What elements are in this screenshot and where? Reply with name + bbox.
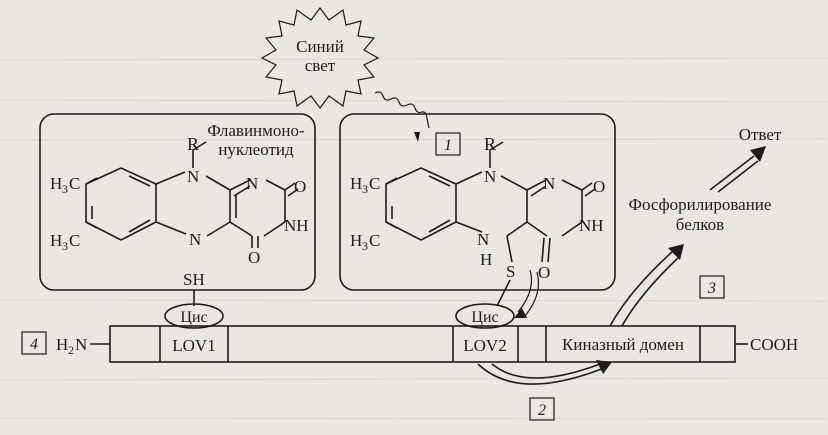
- fmn-dark-n1: N: [246, 174, 258, 193]
- phos-to-response-arrow-b: [717, 160, 759, 193]
- svg-text:C: C: [69, 174, 80, 193]
- blue-light-label-line2: свет: [305, 56, 336, 75]
- kinase-to-phos-arrow-a: [609, 251, 673, 327]
- svg-text:H: H: [56, 335, 68, 354]
- svg-text:2: 2: [68, 343, 74, 357]
- conformation-arrow-b: [524, 271, 540, 317]
- conformation-arrowhead: [514, 308, 527, 318]
- fmn-name-line1: Флавинмоно-: [207, 121, 305, 140]
- fmn-lit-n1: N: [543, 174, 555, 193]
- phos-to-response-arrow-a: [709, 155, 755, 191]
- svg-text:3: 3: [362, 239, 368, 253]
- fmn-lit-r: R: [484, 134, 496, 154]
- fmn-name-line2: нуклеотид: [218, 140, 294, 159]
- step-1-box: [435, 132, 461, 156]
- protein-c-terminus: COOH: [750, 335, 798, 354]
- fmn-dark-structure: [85, 141, 299, 306]
- fmn-dark-o4: O: [248, 248, 260, 267]
- fmn-lit-methyl-top: H 3 C: [350, 174, 380, 196]
- fmn-lit-o2: O: [593, 177, 605, 196]
- lit-state-box: [339, 113, 616, 291]
- blue-light-starburst: Синий свет: [260, 7, 380, 109]
- fmn-adduct-structure: [385, 141, 596, 307]
- fmn-lit-n5: N: [477, 230, 489, 249]
- step-2-box: [529, 397, 555, 421]
- svg-text:H: H: [350, 174, 362, 193]
- photon-wavy-arrow: [374, 91, 430, 129]
- step-1-label: 1: [444, 137, 452, 154]
- phos-to-response-arrowhead: [750, 146, 766, 162]
- lov2-to-kinase-arrow-outer: [477, 363, 605, 385]
- phosphorylation-label-line2: белков: [676, 215, 724, 234]
- fmn-dark-methyl-top: H 3 C: [50, 174, 80, 196]
- fmn-dark-methyl-bottom: H 3 C: [50, 231, 80, 253]
- step-2-label: 2: [538, 402, 546, 419]
- conformation-arrow-a: [517, 269, 533, 313]
- svg-text:H: H: [350, 231, 362, 250]
- kinase-to-phos-arrowhead: [668, 244, 684, 260]
- step-4-box: [21, 331, 47, 355]
- step-3-box: [699, 275, 725, 299]
- blue-light-label-line1: Синий: [296, 37, 344, 56]
- cys-label-lov2: Цис: [471, 309, 498, 326]
- svg-text:N: N: [75, 335, 87, 354]
- svg-text:C: C: [369, 231, 380, 250]
- fmn-dark-o2: O: [294, 177, 306, 196]
- fmn-dark-n10: N: [187, 167, 199, 186]
- fmn-lit-n10: N: [484, 167, 496, 186]
- cys-oval-lov2: [455, 303, 515, 329]
- svg-text:C: C: [369, 174, 380, 193]
- cys-oval-lov1: [164, 303, 224, 329]
- svg-text:3: 3: [362, 182, 368, 196]
- lov2-to-kinase-arrowhead: [596, 360, 612, 374]
- fmn-lit-o4: O: [538, 263, 550, 282]
- svg-text:3: 3: [62, 239, 68, 253]
- response-label: Ответ: [739, 125, 782, 144]
- svg-text:H: H: [50, 174, 62, 193]
- fmn-lit-n5-h: H: [480, 250, 492, 269]
- step-4-label: 4: [30, 336, 38, 353]
- protein-n-terminus: H 2 N: [56, 335, 87, 357]
- fmn-dark-sh: SH: [183, 270, 205, 289]
- lov2-domain-label: LOV2: [463, 336, 506, 355]
- fmn-lit-methyl-bottom: H 3 C: [350, 231, 380, 253]
- lov1-domain-label: LOV1: [172, 336, 215, 355]
- fmn-lit-nh: NH: [579, 216, 604, 235]
- fmn-dark-r: R: [187, 134, 199, 154]
- lov2-to-kinase-arrow-inner: [491, 363, 601, 379]
- fmn-dark-nh: NH: [284, 216, 309, 235]
- kinase-to-phos-arrow-b: [621, 257, 679, 327]
- svg-text:3: 3: [62, 182, 68, 196]
- kinase-domain-label: Киназный домен: [562, 335, 684, 354]
- svg-text:H: H: [50, 231, 62, 250]
- cys-label-lov1: Цис: [180, 309, 207, 326]
- fmn-dark-n5: N: [189, 230, 201, 249]
- background-texture: [0, 57, 828, 420]
- step-3-label: 3: [707, 280, 716, 297]
- fmn-lit-s: S: [506, 262, 515, 281]
- svg-text:C: C: [69, 231, 80, 250]
- phosphorylation-label-line1: Фосфорилирование: [629, 195, 772, 214]
- dark-state-box: [39, 113, 316, 291]
- photon-arrowhead: [414, 132, 420, 142]
